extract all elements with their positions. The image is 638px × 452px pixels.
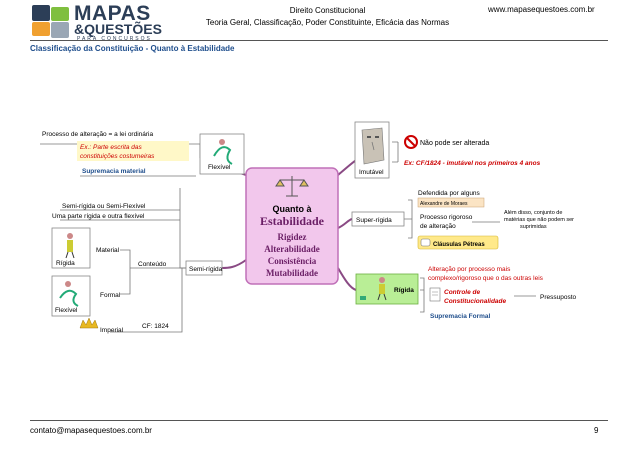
logo-sub-text: &QUESTÕES [74,21,162,37]
super-rigida-process-2: de alteração [420,223,456,230]
semi-rigida-material: Material [96,247,120,254]
flexivel-supremacy: Supremacia material [82,168,146,175]
footer-email-link[interactable]: contato@mapasequestoes.com.br [30,426,152,435]
rigida-node-box [355,273,419,305]
rigida-control-2: Constitucionalidade [444,298,507,305]
clauses-box [417,235,499,250]
rigida-supremacy: Supremacia Formal [430,313,491,320]
super-rigida-extra-3: suprimidas [520,224,547,230]
rigida-branch: Rígida Alteração por processo mais compl… [355,266,577,320]
flexible-figure-icon [213,139,233,165]
imutavel-example: Ex: CF/1824 - imutável nos primeiros 4 a… [404,160,541,167]
semi-rigida-label: Semi-rígida [189,266,223,273]
semi-rigida-content: Conteúdo [138,261,167,268]
super-rigida-author: Alexandre de Moraes [420,201,468,207]
rigida-control-1: Controle de [444,289,480,296]
imutavel-branch: Imutável Não pode ser alterada Ex: CF/18… [354,121,541,179]
center-item-alterabilidade: Alterabilidade [264,244,320,254]
branch-semi-rigida [221,259,247,269]
flexivel-example-box [77,141,189,161]
semi-rigida-cf: CF: 1824 [142,323,169,330]
super-rigida-extra-2: matérias que não podem ser [504,217,574,223]
header-title: Direito Constitucional Teoria Geral, Cla… [200,5,455,29]
semi-rigida-flex-tag: Flexível [55,307,78,314]
footer-rule [30,420,608,421]
center-item-consistencia: Consistência [268,256,317,266]
stone-head-icon [361,127,385,165]
flexivel-label: Flexível [208,164,231,171]
flexivel-process: Processo de alteração = a lei ordinária [42,131,153,138]
super-rigida-defended: Defendida por alguns [418,190,481,197]
flexivel-branch: Processo de alteração = a lei ordinária … [42,131,245,177]
semi-rigida-alias-1: Semi-rígida ou Semi-Flexível [62,203,146,210]
center-node: Quanto à Estabilidade Rigidez Alterabili… [245,167,339,285]
rigid-figure-icon [360,277,387,301]
rigida-alteration-2: complexo/rigoroso que o das outras leis [428,275,544,282]
center-title-1: Quanto à [272,204,312,214]
page-number: 9 [594,426,599,435]
center-item-mutabilidade: Mutabilidade [266,268,318,278]
semi-rigida-imperial: Imperial [100,327,124,334]
branch-rigida [337,267,357,291]
author-tag [417,197,485,208]
super-rigida-node-box [351,211,405,227]
semi-rigida-alias-2: Uma parte rígida e outra flexível [52,213,145,220]
section-title: Classificação da Constituição - Quanto à… [30,44,235,53]
super-rigida-clauses: Cláusulas Pétreas [433,242,485,248]
branch-super-rigida [337,218,353,229]
document-icon [429,287,441,302]
super-rigida-process-1: Processo rigoroso [420,214,473,221]
logo-square-gray [51,22,69,38]
center-box [245,167,339,285]
header-course: Direito Constitucional [289,6,366,15]
center-item-rigidez: Rigidez [278,232,307,242]
super-rigida-branch: Super-rígida Defendida por alguns Alexan… [351,190,574,250]
rigida-presupposition: Pressuposto [540,294,577,301]
semi-rigida-branch: Semi-rígida ou Semi-Flexível Uma parte r… [51,203,223,334]
rigida-alteration-1: Alteração por processo mais [428,266,511,273]
super-rigida-label: Super-rígida [356,217,392,224]
flexible-figure-box [51,275,91,317]
hand-pointer-icon [420,238,431,247]
semi-rigida-formal: Formal [100,292,121,299]
logo-square-orange [32,22,50,36]
imutavel-label: Imutável [359,169,384,176]
logo-square-blue [32,5,50,21]
logo-main-text: MAPAS [74,2,151,25]
super-rigida-extra-1: Além disso, conjunto de [504,210,562,216]
mapas-questoes-logo: MAPAS &QUESTÕES PARA CONCURSOS [30,2,170,43]
flexivel-example-2: constituições costumeiras [80,153,155,160]
imutavel-note: Não pode ser alterada [420,140,489,147]
logo-square-green [51,7,69,21]
header-topics: Teoria Geral, Classificação, Poder Const… [205,18,450,27]
header-site-link[interactable]: www.mapasequestoes.com.br [488,5,595,14]
no-entry-icon [404,135,418,149]
rigida-label: Rígida [394,287,414,294]
logo-tagline: PARA CONCURSOS [77,36,152,42]
center-title-2: Estabilidade [260,214,325,228]
header-rule [30,40,608,41]
rigid-figure-icon [65,233,75,259]
crown-icon [79,317,99,329]
flexivel-example-1: Ex.: Parte escrita das [80,144,143,151]
flexible-figure-icon [59,281,79,307]
semi-rigida-rigid-tag: Rígida [56,260,75,267]
scales-icon [275,176,309,197]
semi-rigida-node-box [185,260,223,276]
